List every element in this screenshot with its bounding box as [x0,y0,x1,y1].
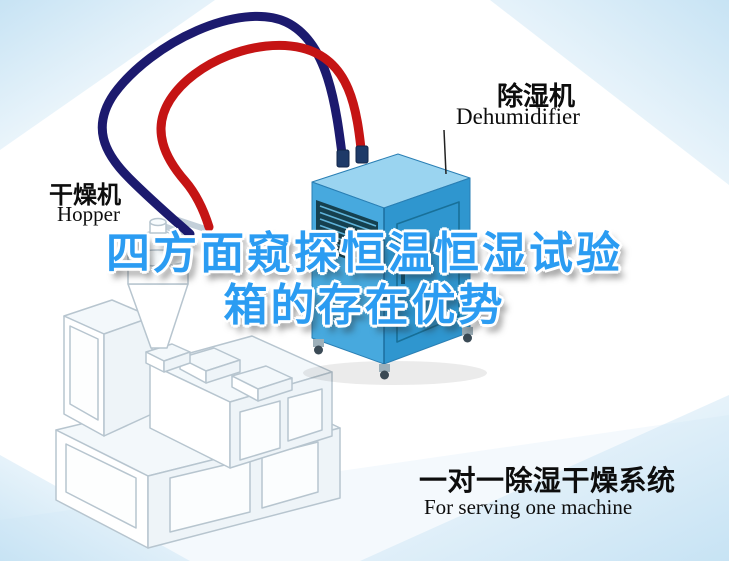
vent-grille [316,200,378,270]
dehumidifier-machine [303,153,487,385]
background-corner-bottomright [360,395,729,561]
hopper-label-cn: 干燥机 [49,182,121,209]
dehumidifier-callout-line [443,129,447,175]
caption-cn: 一对一除湿干燥系统 [419,465,676,496]
main-title: 四方面窥探恒温恒湿试验 箱的存在优势 [0,228,729,332]
hose-connectors [336,145,369,168]
hopper-label-en: Hopper [57,202,120,226]
main-title-line2: 箱的存在优势 [223,280,506,330]
extruder-machine [55,299,341,549]
dehumidifier-label-en: Dehumidifier [456,104,580,129]
caption-en: For serving one machine [424,495,633,519]
door-handle-icon [401,272,405,284]
dehumidifier-label-cn: 除湿机 [497,81,576,111]
machine-shadow [303,361,487,385]
background-corner-topleft [0,0,215,150]
machine-door [396,201,460,343]
main-title-line1: 四方面窥探恒温恒湿试验 [106,229,623,278]
background-corner-topright [490,0,729,185]
pipe-red [156,40,367,232]
caster-wheels [313,327,473,380]
